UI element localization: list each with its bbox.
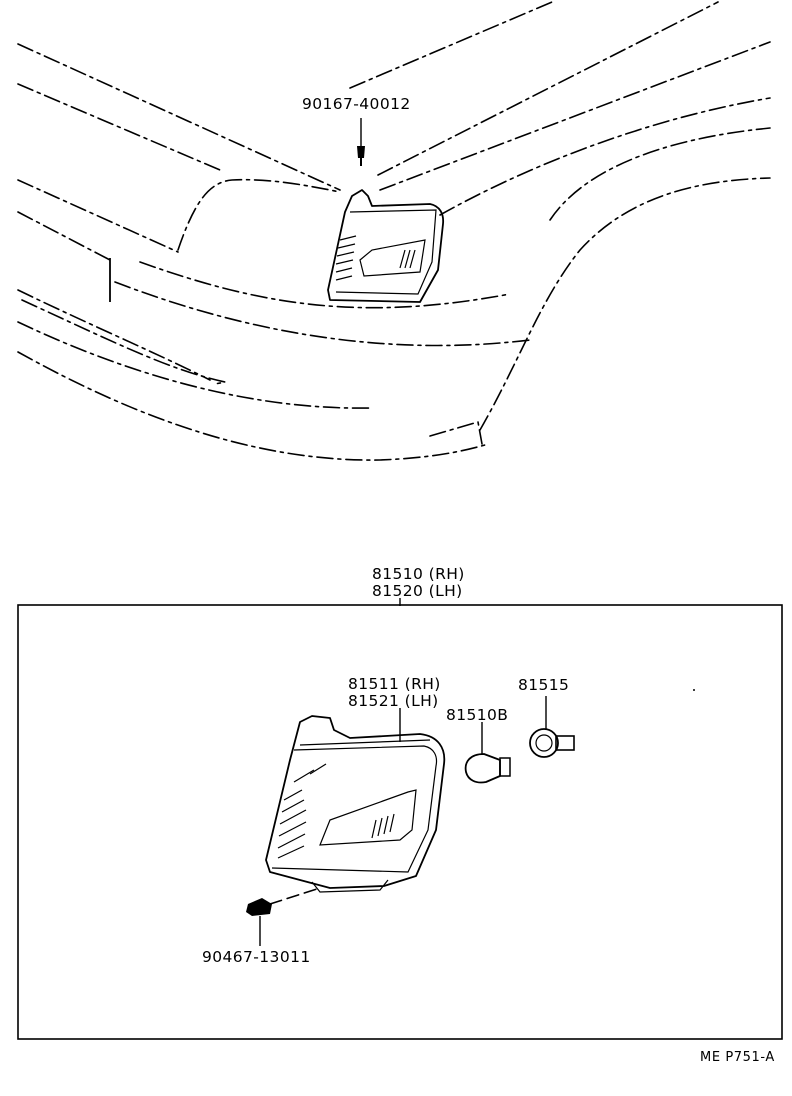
clip-part-number: 90467-13011 [202, 948, 311, 966]
clip-icon [246, 887, 321, 946]
hood-crease-2 [377, 1, 719, 176]
bumper-lower-1 [17, 289, 211, 381]
socket-icon [529, 696, 575, 758]
lamp-top-rim [299, 739, 431, 746]
wheel-arch [479, 177, 771, 431]
lamp-lens-housing [265, 715, 446, 893]
fender-top [439, 97, 771, 216]
headlamp-opening [177, 178, 341, 251]
lamp-body-outline [265, 715, 446, 889]
vehicle-outline [17, 1, 771, 461]
socket-part-number: 81515 [518, 676, 569, 694]
hood-line-1 [17, 43, 341, 191]
lens-rh-label: 81511 (RH) [348, 675, 441, 693]
exploded-view: 81510 (RH) 81520 (LH) [17, 565, 783, 1040]
installed-lamp: 90167-40012 [302, 95, 445, 303]
installed-lamp-lens [335, 209, 437, 295]
lamp-ribs [277, 763, 395, 859]
speck [693, 689, 695, 691]
assembly-rh-label: 81510 (RH) [372, 565, 465, 583]
bumper-lower-3 [17, 321, 371, 409]
lamp-lens-edge [271, 745, 438, 873]
hood-crease-1 [349, 1, 553, 89]
installed-lamp-reflector [359, 239, 426, 277]
installed-lamp-ribs [335, 235, 416, 281]
assembly-frame [17, 604, 783, 1040]
fender-bottom [429, 420, 483, 445]
bumper-bottom [17, 351, 486, 461]
bulb-icon [464, 722, 511, 784]
lens-lh-label: 81521 (LH) [348, 692, 439, 710]
grille-line-1 [17, 179, 179, 253]
assembly-lh-label: 81520 (LH) [372, 582, 463, 600]
bumper-top [139, 261, 511, 309]
bumper-mid [114, 281, 531, 347]
screw-icon [357, 118, 365, 166]
wheel-arch-upper [549, 127, 771, 221]
bulb-part-number: 81510B [446, 706, 508, 724]
bumper-lower-2 [21, 299, 226, 385]
lamp-bottom-tab [311, 879, 389, 893]
figure-reference: ME P751-A [700, 1050, 775, 1065]
screw-part-number: 90167-40012 [302, 95, 411, 113]
grille-line-2 [17, 211, 111, 261]
hood-line-2 [17, 83, 221, 171]
lamp-reflector [319, 789, 417, 846]
installed-lamp-housing [327, 189, 445, 303]
hood-edge [379, 41, 771, 191]
